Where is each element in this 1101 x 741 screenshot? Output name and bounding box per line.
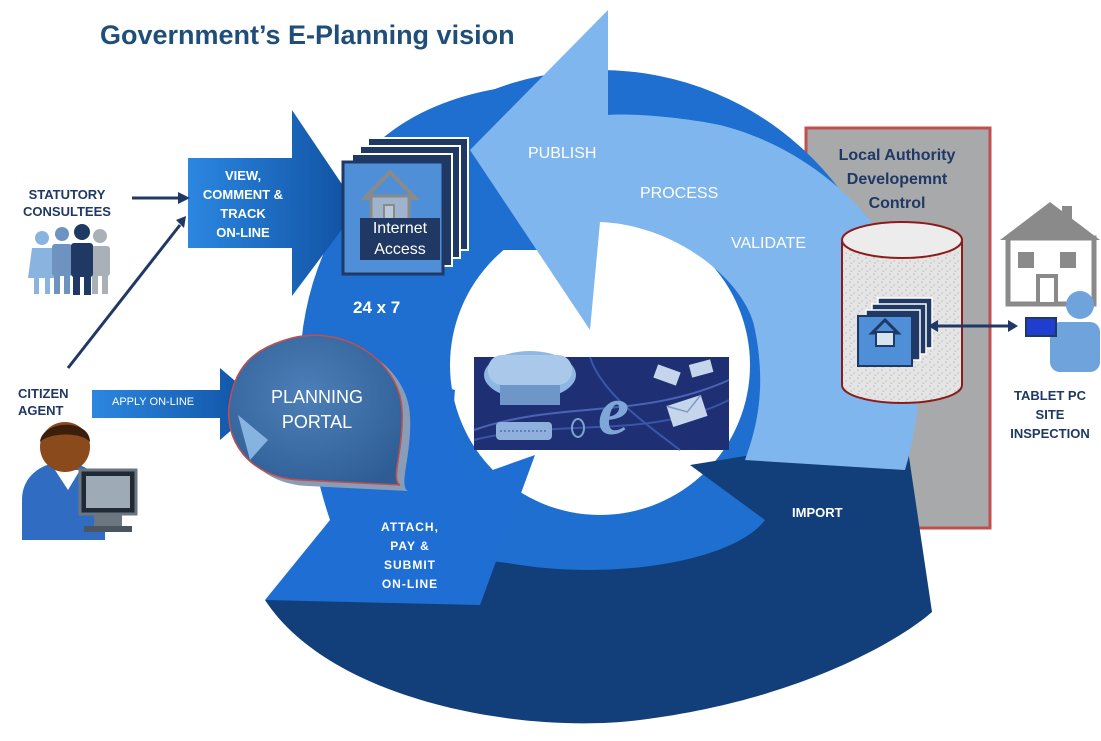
availability-label: 24 x 7	[353, 298, 401, 317]
tablet-user-icon	[1025, 291, 1100, 372]
consultees-people-icon	[28, 224, 110, 295]
planning-portal-label: PLANNING PORTAL	[270, 387, 364, 432]
attach-pay-submit-label: ATTACH, PAY & SUBMIT ON-LINE	[381, 520, 439, 591]
diagram-title: Government’s E-Planning vision	[100, 20, 515, 50]
publish-label: PUBLISH	[528, 145, 597, 162]
import-label: IMPORT	[792, 505, 843, 520]
database-cylinder	[841, 221, 963, 404]
publish-arrow-shape	[470, 10, 920, 470]
tablet-site-inspection-label: TABLET PC SITE INSPECTION	[1010, 388, 1090, 441]
planning-portal-shape	[227, 334, 411, 491]
citizen-agent-label: CITIZEN AGENT	[18, 386, 69, 418]
apply-online-arrow	[92, 368, 262, 440]
envelope-icon	[653, 359, 714, 428]
database-tablet-connector	[928, 320, 1018, 332]
view-comment-track-arrow	[188, 110, 358, 296]
import-arrow-shape	[265, 430, 932, 724]
consultee-connector	[132, 192, 190, 204]
citizen-connector	[66, 216, 186, 369]
validate-label: VALIDATE	[731, 235, 806, 252]
database-house-cards	[857, 297, 933, 367]
e-government-image	[473, 351, 730, 451]
internet-access-label: Internet Access	[360, 218, 440, 260]
statutory-consultees-label: STATUTORY CONSULTEES	[23, 187, 111, 219]
process-label: PROCESS	[640, 185, 719, 202]
local-authority-label: Local Authority Developemnt Control	[838, 147, 956, 212]
site-house-icon	[1000, 202, 1100, 307]
view-comment-track-label: VIEW, COMMENT & TRACK ON-LINE	[202, 168, 284, 240]
center-e-letter: e	[598, 373, 630, 450]
apply-online-label: APPLY ON-LINE	[112, 396, 195, 408]
citizen-agent-icon	[22, 422, 138, 540]
internet-house-icon	[360, 169, 420, 228]
computer-icon	[484, 351, 585, 440]
